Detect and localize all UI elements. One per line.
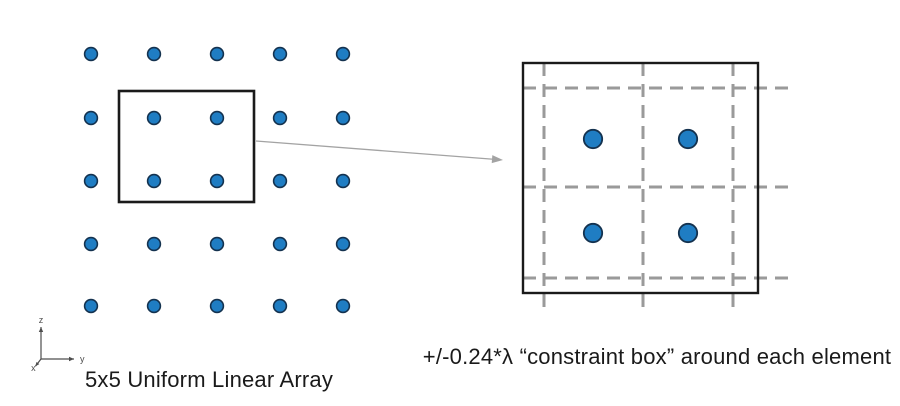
left-array-caption: 5x5 Uniform Linear Array <box>84 367 334 392</box>
array-element-dot <box>83 46 99 62</box>
array-element-dot <box>209 110 225 126</box>
array-element-dot <box>335 236 351 252</box>
constraint-box-caption: +/-0.24*λ “constraint box” around each e… <box>422 344 892 369</box>
array-element-dot <box>335 298 351 314</box>
constraint-box-outline <box>521 61 760 295</box>
array-element-dot <box>272 173 288 189</box>
selection-box <box>117 89 256 204</box>
array-element-dot <box>83 110 99 126</box>
array-element-dot <box>335 46 351 62</box>
array-element-dot <box>146 110 162 126</box>
array-element-dot <box>272 298 288 314</box>
array-element-dot <box>83 173 99 189</box>
array-element-dot <box>146 173 162 189</box>
axis-label-z: z <box>39 315 44 325</box>
array-element-dot <box>209 236 225 252</box>
constraint-element-dot <box>677 128 699 150</box>
array-element-dot <box>272 236 288 252</box>
constraint-element-dot <box>582 222 604 244</box>
constraint-element-dot <box>677 222 699 244</box>
array-element-dot <box>146 298 162 314</box>
array-element-dot <box>146 46 162 62</box>
z-axis-arrowhead <box>38 327 44 332</box>
axis-label-y: y <box>80 354 85 364</box>
zoom-arrow-line <box>255 140 496 161</box>
array-element-dot <box>335 173 351 189</box>
zoom-arrow-head <box>491 155 503 164</box>
array-element-dot <box>335 110 351 126</box>
array-element-dot <box>83 236 99 252</box>
array-element-dot <box>272 110 288 126</box>
array-element-dot <box>209 46 225 62</box>
constraint-element-dot <box>582 128 604 150</box>
axis-label-x: x <box>31 363 36 373</box>
array-element-dot <box>146 236 162 252</box>
array-element-dot <box>209 173 225 189</box>
array-element-dot <box>272 46 288 62</box>
y-axis-arrowhead <box>69 356 74 362</box>
x-axis-arrowhead <box>35 361 40 367</box>
array-element-dot <box>83 298 99 314</box>
array-element-dot <box>209 298 225 314</box>
